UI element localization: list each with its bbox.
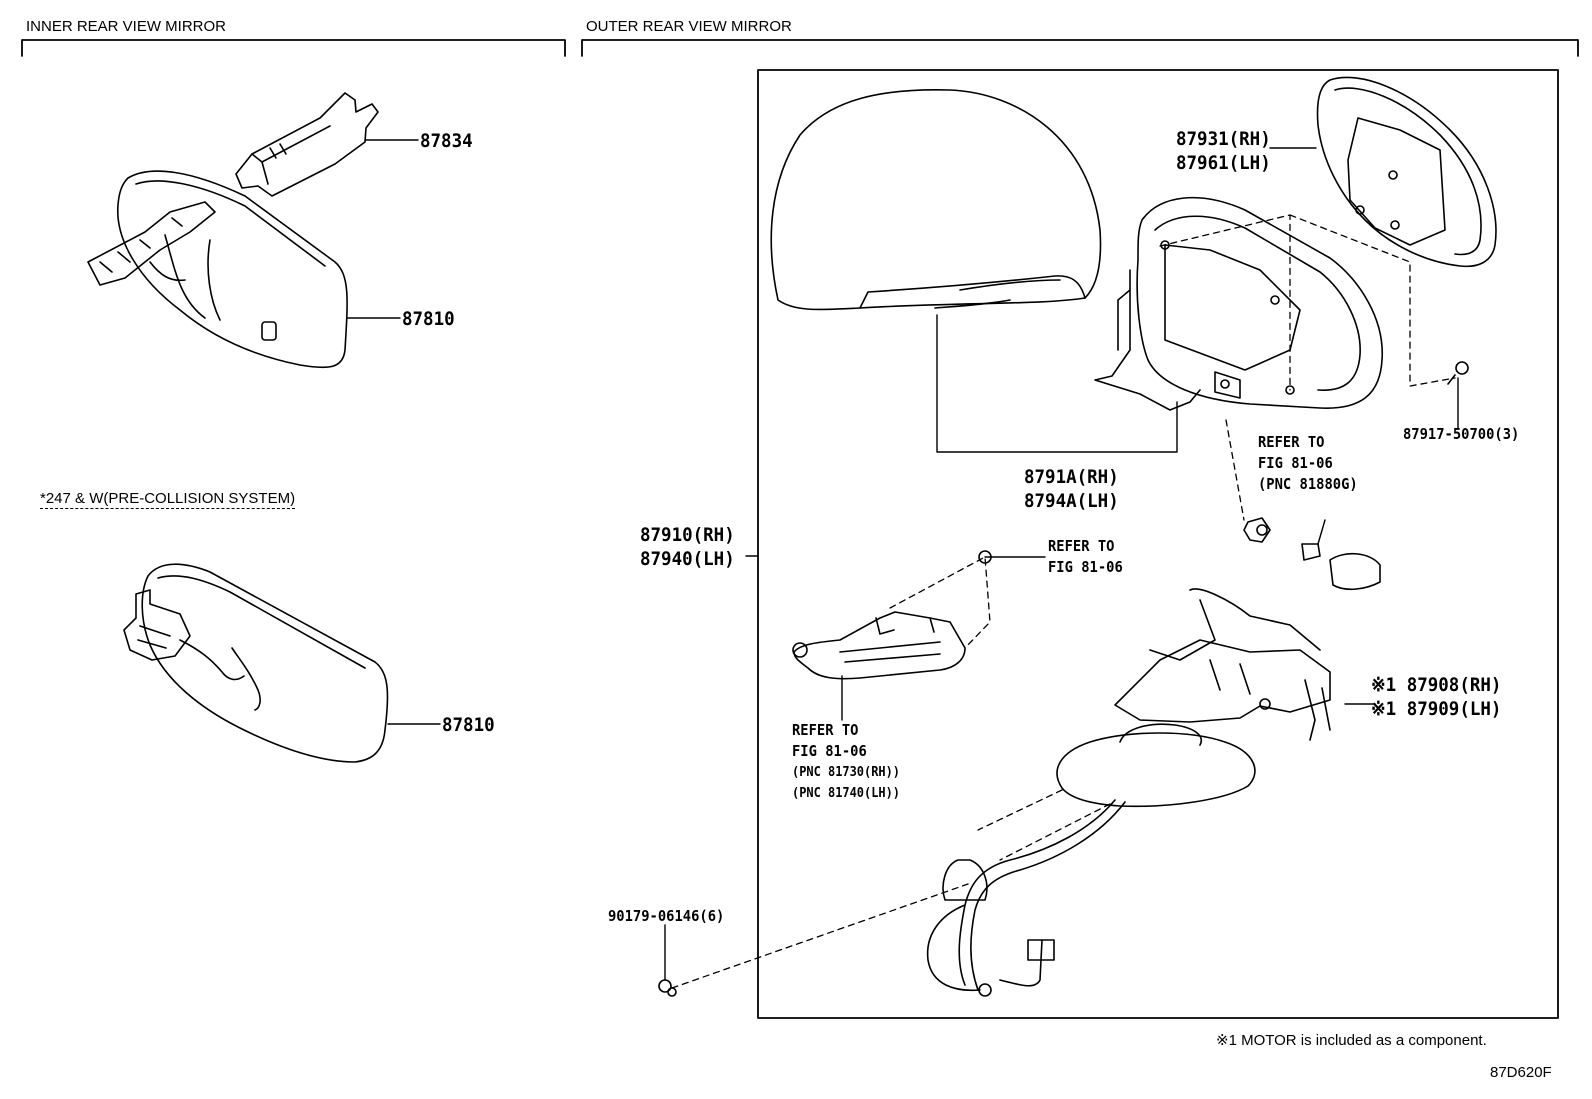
- part-label-87834[interactable]: 87834: [420, 130, 473, 152]
- part-label-87810-a[interactable]: 87810: [402, 308, 455, 330]
- footnote: ※1 MOTOR is included as a component.: [1216, 1032, 1487, 1049]
- part-label-87908[interactable]: ※1 87908(RH): [1371, 674, 1502, 696]
- mirror-holder-drawing: [1094, 196, 1383, 411]
- inner-section-title: INNER REAR VIEW MIRROR: [26, 18, 227, 35]
- part-label-87940[interactable]: 87940(LH): [640, 548, 735, 570]
- part-label-87961[interactable]: 87961(LH): [1176, 152, 1271, 174]
- refer-line: REFER TO: [792, 721, 859, 739]
- part-label-87909[interactable]: ※1 87909(LH): [1371, 698, 1502, 720]
- inner-section-bracket: [21, 39, 566, 57]
- part-label-87910[interactable]: 87910(RH): [640, 524, 735, 546]
- turn-signal-drawing: [792, 611, 966, 680]
- outer-section-bracket: [581, 39, 1579, 57]
- refer-to-fig-81-06[interactable]: REFER TO FIG 81-06: [1048, 536, 1123, 578]
- refer-line: (PNC 81740(LH)): [792, 786, 901, 801]
- variant-note: *247 & W(PRE-COLLISION SYSTEM): [40, 490, 296, 509]
- refer-line: (PNC 81880G): [1258, 475, 1358, 493]
- part-label-8791A[interactable]: 8791A(RH): [1024, 466, 1119, 488]
- inner-mirror-variant-drawing: [123, 563, 389, 763]
- part-label-87810-b[interactable]: 87810: [442, 714, 495, 736]
- part-label-90179[interactable]: 90179-06146(6): [608, 907, 725, 925]
- refer-line: (PNC 81730(RH)): [792, 765, 901, 780]
- refer-line: FIG 81-06: [792, 742, 867, 760]
- leader-lines: [347, 139, 1459, 981]
- part-label-87931[interactable]: 87931(RH): [1176, 128, 1271, 150]
- bulb-socket-drawing: [1243, 517, 1381, 591]
- part-label-8794A[interactable]: 8794A(LH): [1024, 490, 1119, 512]
- screw-drawing: [1447, 361, 1469, 385]
- outer-assembly-box: [757, 69, 1559, 1019]
- refer-line: FIG 81-06: [1048, 558, 1123, 576]
- mirror-cover-outer-drawing: [770, 88, 1102, 311]
- wire-harness-drawing: [926, 799, 1126, 997]
- refer-line: REFER TO: [1048, 537, 1115, 555]
- mirror-glass-drawing: [1316, 76, 1497, 268]
- inner-mirror-drawing: [87, 170, 348, 369]
- outer-section-title: OUTER REAR VIEW MIRROR: [586, 18, 792, 35]
- dashed-guides: [671, 214, 1456, 989]
- mirror-cover-drawing: [235, 92, 379, 197]
- figure-code: 87D620F: [1490, 1064, 1552, 1081]
- mirror-base-drawing: [1056, 588, 1331, 808]
- refer-line: FIG 81-06: [1258, 454, 1333, 472]
- refer-to-81880g[interactable]: REFER TO FIG 81-06 (PNC 81880G): [1258, 432, 1358, 495]
- part-label-87917[interactable]: 87917-50700(3): [1403, 425, 1520, 443]
- refer-to-81730[interactable]: REFER TO FIG 81-06 (PNC 81730(RH)) (PNC …: [792, 720, 900, 804]
- refer-line: REFER TO: [1258, 433, 1325, 451]
